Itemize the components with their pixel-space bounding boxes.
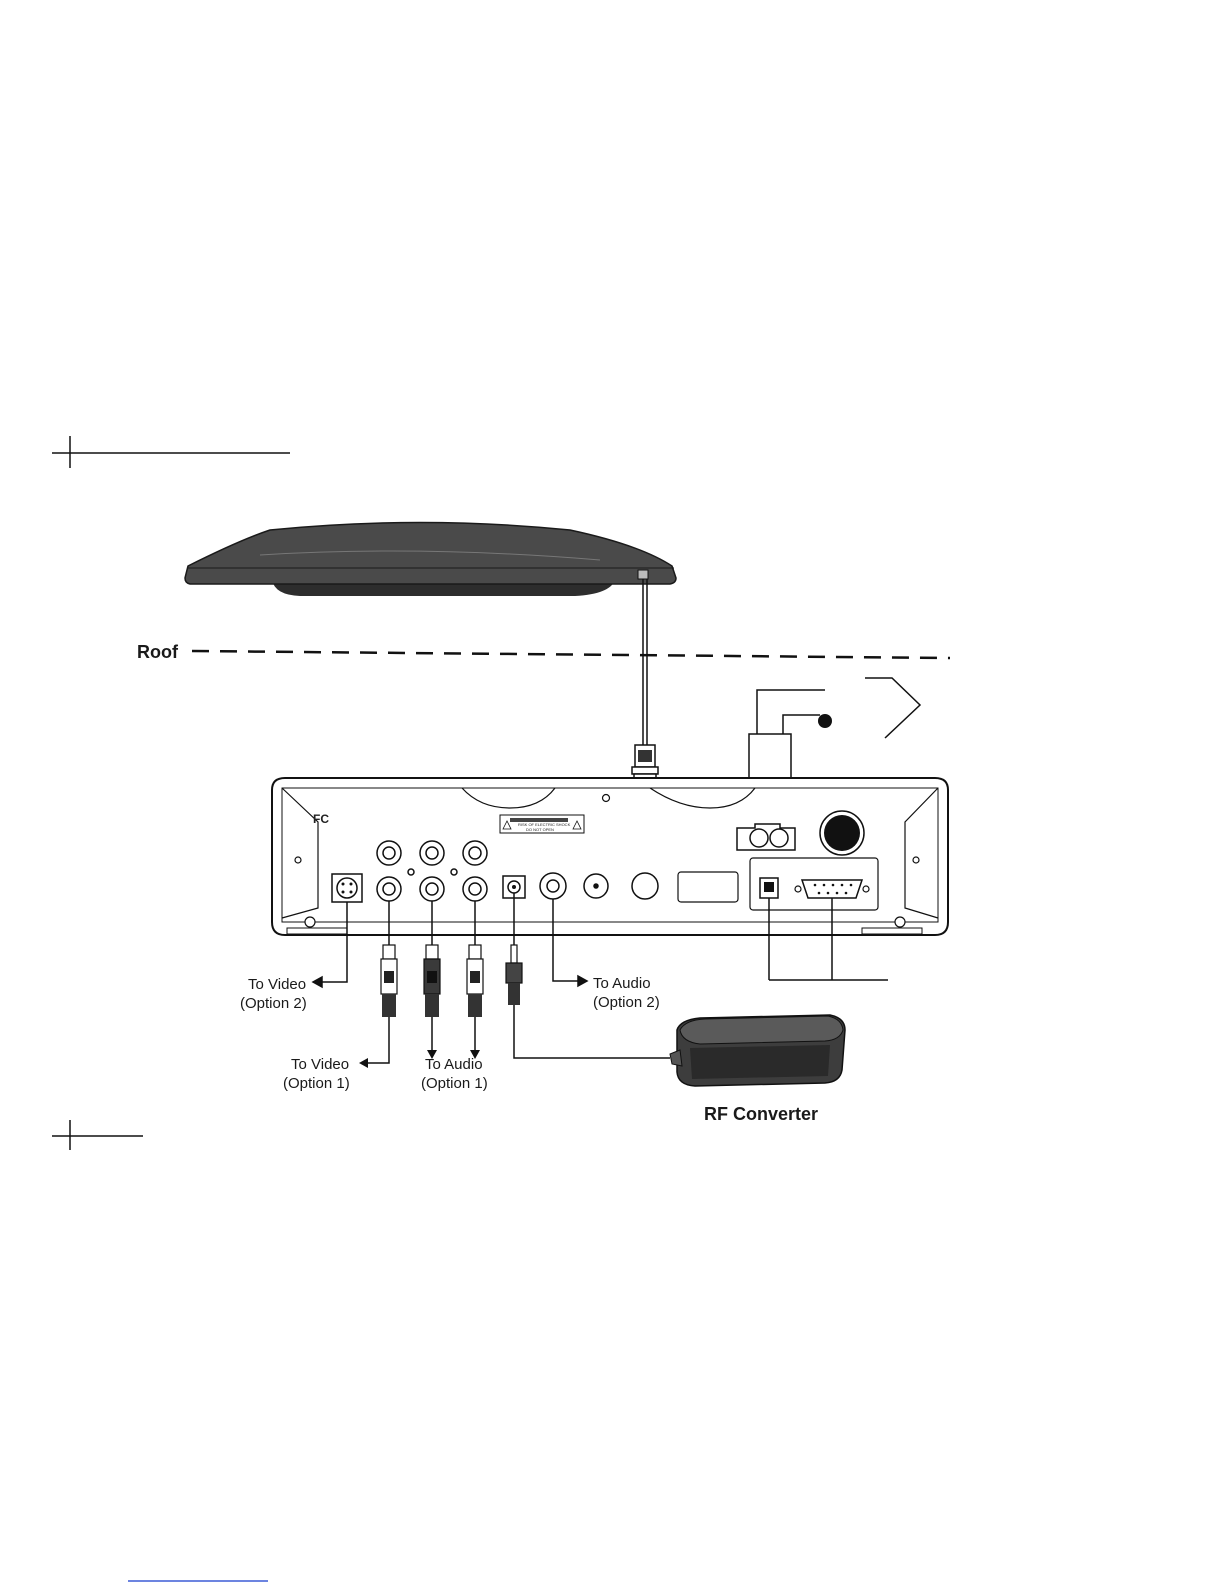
- label-to-audio-option2: To Audio (Option 2): [593, 975, 660, 1011]
- svg-text:(Option 2): (Option 2): [593, 994, 660, 1011]
- digital-audio-jack: [540, 873, 566, 899]
- label-to-audio-option1: To Audio (Option 1): [421, 1056, 488, 1092]
- power-inlet: [737, 824, 795, 850]
- rf-converter-box: [670, 1015, 845, 1086]
- svg-text:(Option 2): (Option 2): [240, 995, 307, 1012]
- roof-label: Roof: [137, 642, 179, 662]
- s-video-port: [332, 874, 362, 902]
- warning-sticker: RISK OF ELECTRIC SHOCK DO NOT OPEN: [500, 815, 584, 833]
- rf-converter-label: RF Converter: [704, 1104, 818, 1124]
- roof-antenna: [185, 523, 676, 597]
- roof-line: [192, 651, 950, 658]
- receiver-back-panel: [272, 778, 948, 935]
- power-knob: [820, 811, 864, 855]
- label-to-video-option2: To Video (Option 2): [240, 976, 307, 1012]
- svg-text:(Option 1): (Option 1): [283, 1075, 350, 1092]
- svg-text:To Audio: To Audio: [593, 975, 651, 992]
- rca-jacks-lower: [377, 877, 487, 901]
- svg-text:DO NOT OPEN: DO NOT OPEN: [526, 827, 554, 832]
- coax-cable: [643, 579, 647, 745]
- label-to-video-option1: To Video (Option 1): [283, 1056, 350, 1092]
- svg-text:To Audio: To Audio: [425, 1056, 483, 1073]
- svg-text:(Option 1): (Option 1): [421, 1075, 488, 1092]
- antenna-connector-port: [638, 570, 648, 579]
- blank-plate: [678, 872, 738, 902]
- crop-mark-bottom: [52, 1120, 143, 1150]
- fcc-mark: FC: [313, 812, 329, 826]
- ground-terminal: [818, 714, 832, 728]
- svg-text:To Video: To Video: [248, 976, 306, 993]
- crop-mark-top: [52, 436, 290, 468]
- svg-text:To Video: To Video: [291, 1056, 349, 1073]
